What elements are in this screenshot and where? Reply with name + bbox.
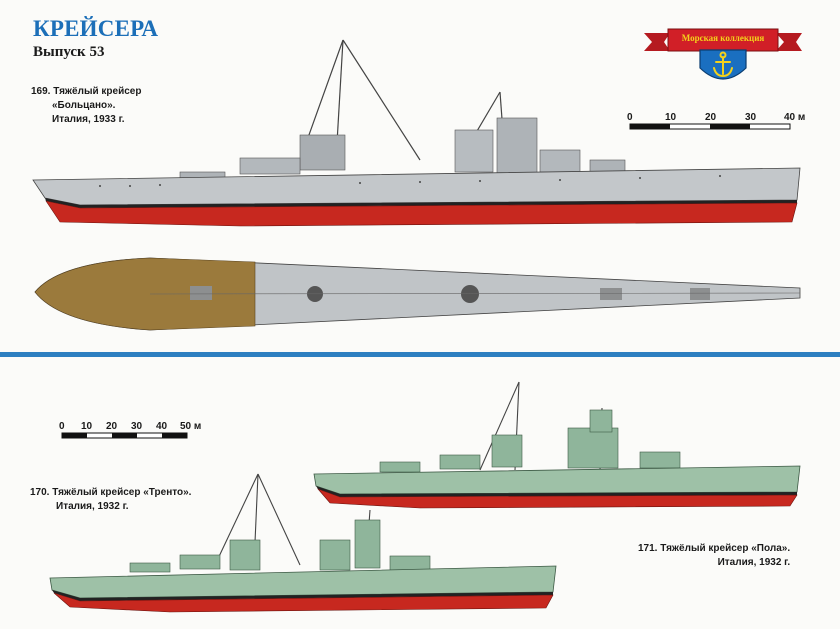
caption-ship-171: 171. Тяжёлый крейсер «Пола». Италия, 193… [638,542,790,570]
caption-line: 169. Тяжёлый крейсер [31,86,142,97]
caption-line: 171. Тяжёлый крейсер «Пола». [638,543,791,554]
section-divider [0,352,840,357]
scale-tick: 0 [59,421,65,432]
scale-tick: 40 м [784,112,806,123]
caption-line: 170. Тяжёлый крейсер «Тренто». [30,487,192,498]
scale-tick: 20 [106,421,118,432]
caption-line: Италия, 1932 г. [717,557,791,568]
scale-tick: 10 [665,112,677,123]
caption-line: «Больцано». [52,100,116,111]
scale-tick: 10 [81,421,93,432]
issue-number: Выпуск 53 [33,44,105,60]
scale-tick: 30 [745,112,757,123]
scale-tick: 30 [131,421,143,432]
scale-tick: 40 [156,421,168,432]
caption-line: Италия, 1932 г. [56,501,129,512]
caption-ship-169: 169. Тяжёлый крейсер «Больцано». Италия,… [31,85,141,127]
caption-line: Италия, 1933 г. [52,114,125,125]
series-title: КРЕЙСЕРА [33,16,159,41]
scale-tick: 50 м [180,421,202,432]
scale-tick: 0 [627,112,633,123]
badge-ribbon-text: Морская коллекция [681,33,765,43]
scale-tick: 20 [705,112,717,123]
caption-ship-170: 170. Тяжёлый крейсер «Тренто». Италия, 1… [30,486,191,514]
